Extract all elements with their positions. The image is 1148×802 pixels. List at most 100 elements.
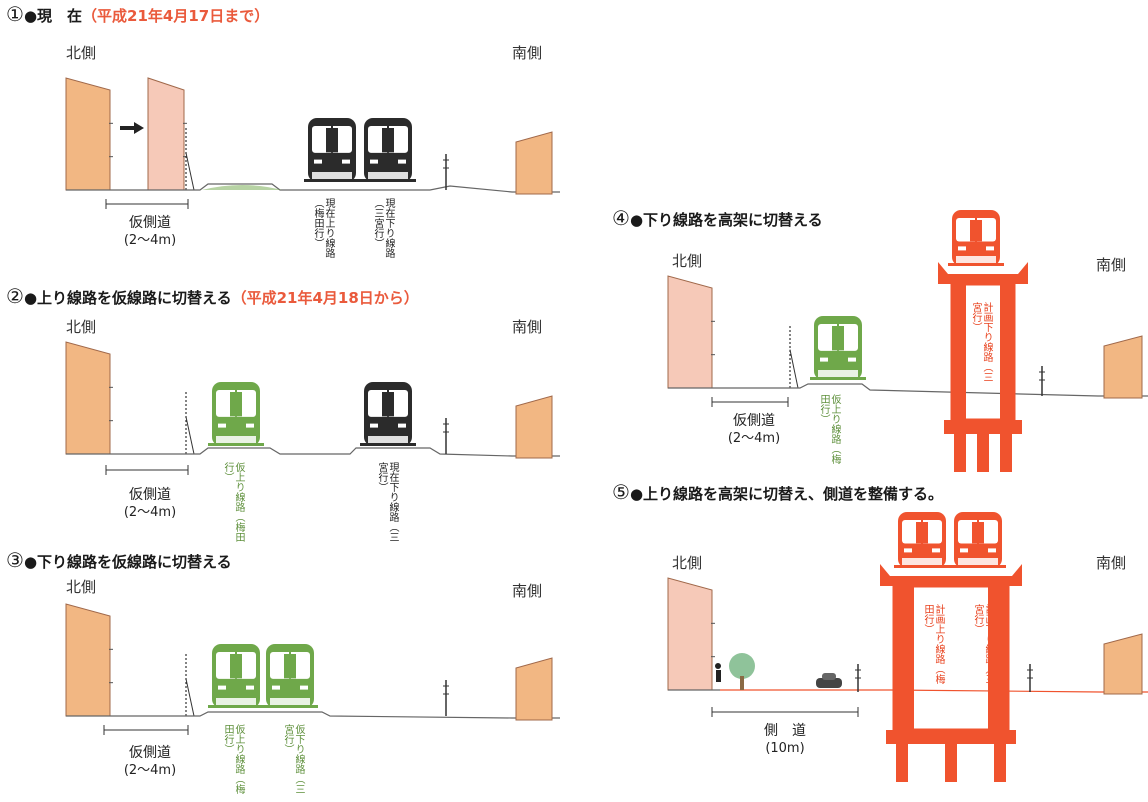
car-body bbox=[816, 678, 842, 688]
existing-up-train bbox=[304, 118, 360, 182]
viaduct-pier bbox=[952, 284, 966, 420]
pedestrian-head bbox=[715, 663, 721, 669]
sidewalk-name: 仮側道 bbox=[733, 413, 775, 429]
train-door bbox=[284, 654, 296, 679]
car-roof bbox=[822, 673, 836, 680]
sidewalk-dimension bbox=[711, 397, 789, 407]
catenary-pole bbox=[855, 664, 861, 692]
south-building bbox=[515, 131, 553, 195]
panel-4-title: ④●下り線路を高架に切替える bbox=[612, 206, 823, 230]
train-light bbox=[848, 357, 856, 362]
track-destination: （三宮行） bbox=[282, 724, 304, 794]
track-destination: （梅田行） bbox=[312, 198, 323, 248]
panel-number: ④ bbox=[612, 206, 630, 230]
panel-5-north-label: 北側 bbox=[672, 554, 703, 572]
track-destination: （三宮行） bbox=[970, 302, 992, 382]
sidewalk-name: 仮側道 bbox=[129, 487, 171, 503]
train-truck bbox=[304, 179, 360, 182]
temporary-up-train bbox=[208, 644, 264, 708]
existing-down-train bbox=[360, 382, 416, 446]
train-truck bbox=[810, 377, 866, 380]
viaduct-pier bbox=[988, 586, 1008, 730]
viaduct-parapet bbox=[938, 262, 948, 284]
elevated-down-train bbox=[950, 512, 1006, 568]
north-building bbox=[667, 577, 715, 691]
street-tree bbox=[729, 653, 755, 679]
train-light bbox=[218, 423, 226, 428]
train-door bbox=[970, 220, 982, 242]
train-light bbox=[300, 685, 308, 690]
train-bumper bbox=[368, 436, 408, 443]
sidewalk-width: (2〜4m) bbox=[123, 233, 177, 248]
sidewalk-width: (2〜4m) bbox=[123, 763, 177, 778]
train-light bbox=[370, 423, 378, 428]
train-door bbox=[382, 392, 394, 417]
viaduct-parapet bbox=[880, 564, 890, 586]
train-bumper bbox=[956, 256, 996, 263]
south-building bbox=[1103, 335, 1143, 399]
panel-3-sidewalk-label: 仮側道 (2〜4m) bbox=[100, 744, 200, 780]
viaduct-deck bbox=[890, 576, 1012, 586]
train-door bbox=[832, 326, 844, 351]
fence-brace bbox=[185, 416, 195, 455]
catenary-pole bbox=[1039, 366, 1045, 396]
viaduct-footing bbox=[944, 420, 1022, 434]
building-wall bbox=[667, 577, 713, 691]
train-bumper bbox=[216, 436, 256, 443]
train-door bbox=[382, 128, 394, 153]
track-destination: （三宮行） bbox=[372, 198, 383, 248]
sidewalk-dimension bbox=[105, 465, 189, 475]
train-bumper bbox=[216, 698, 256, 705]
panel-heading: ●下り線路を高架に切替える bbox=[629, 211, 823, 229]
train-light bbox=[342, 159, 350, 164]
sidewalk-name: 側 道 bbox=[764, 723, 806, 739]
fence-brace bbox=[185, 678, 195, 717]
ground-line bbox=[668, 383, 1148, 397]
track-destination: （梅田行） bbox=[818, 394, 840, 464]
track-name: 現在下り線路 bbox=[383, 198, 394, 258]
train-light bbox=[932, 548, 940, 553]
viaduct-pile bbox=[994, 744, 1006, 782]
catenary-pole bbox=[443, 154, 449, 190]
panel-number: ⑤ bbox=[612, 480, 630, 504]
train-truck bbox=[262, 705, 318, 708]
train-light bbox=[272, 685, 280, 690]
viaduct-pier bbox=[1000, 284, 1014, 420]
north-building bbox=[667, 275, 715, 389]
panel-5-track-label-up: 計画上り線路（梅田行） bbox=[922, 604, 944, 690]
south-building bbox=[515, 657, 553, 721]
panel-2-track-label-down: 現在下り線路（三宮行） bbox=[376, 462, 398, 542]
building-wall bbox=[147, 77, 185, 191]
panel-1-track-label-down: 現在下り線路（三宮行） bbox=[372, 198, 394, 270]
viaduct-parapet bbox=[1018, 262, 1028, 284]
north-building bbox=[65, 603, 113, 717]
track-name: 計画上り線路 bbox=[933, 604, 944, 664]
panel-3-track-label-up: 仮上り線路（梅田行） bbox=[222, 724, 244, 800]
sidewalk-name: 仮側道 bbox=[129, 745, 171, 761]
fence bbox=[185, 392, 195, 455]
train-light bbox=[986, 246, 994, 251]
building-wall bbox=[65, 77, 111, 191]
temporary-trackbed bbox=[202, 185, 282, 190]
track-name: 現在下り線路 bbox=[387, 462, 398, 522]
street-tree-trunk bbox=[740, 676, 744, 690]
train-truck bbox=[360, 179, 416, 182]
panel-number: ③ bbox=[6, 548, 24, 572]
catenary-pole bbox=[443, 680, 449, 716]
viaduct-pier bbox=[894, 586, 914, 730]
elevated-up-train bbox=[894, 512, 950, 568]
train-light bbox=[958, 246, 966, 251]
train-truck bbox=[950, 565, 1006, 568]
temporary-down-train bbox=[262, 644, 318, 708]
track-destination: （梅田行） bbox=[222, 462, 244, 542]
train-bumper bbox=[958, 558, 998, 565]
elevated-down-train bbox=[948, 210, 1004, 266]
viaduct-pile bbox=[977, 434, 989, 472]
train-door bbox=[326, 128, 338, 153]
viaduct-pile bbox=[954, 434, 966, 472]
pedestrian-body bbox=[716, 670, 721, 682]
panel-3-title: ③●下り線路を仮線路に切替える bbox=[6, 548, 232, 572]
building-wall bbox=[667, 275, 713, 389]
